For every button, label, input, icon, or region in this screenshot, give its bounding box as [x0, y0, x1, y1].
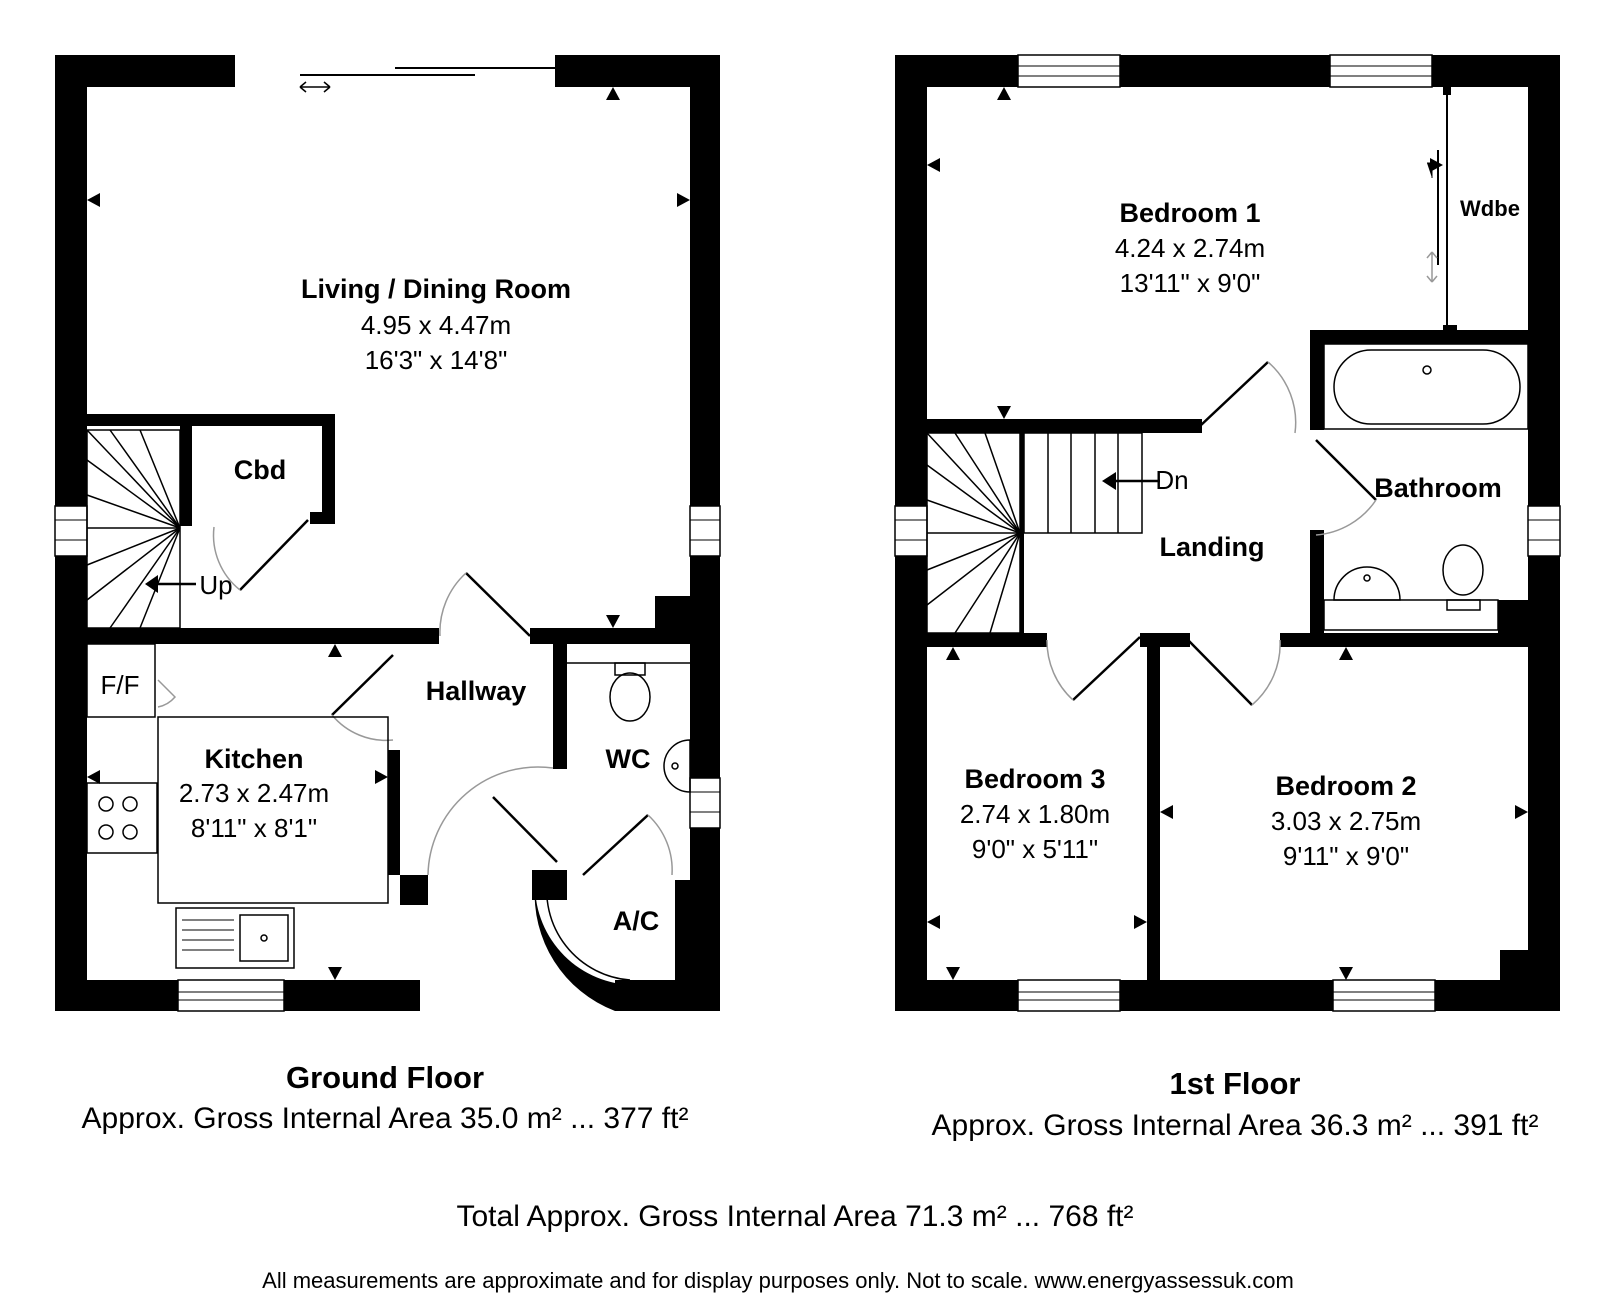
- sliding-door: [299, 67, 555, 93]
- ground-windows: [54, 505, 721, 1012]
- bath-icon: [1323, 343, 1529, 430]
- ground-door-swings: [157, 519, 673, 876]
- ground-floor-title: Ground Floor: [286, 1060, 484, 1095]
- kitchen-metric: 2.73 x 2.47m: [179, 778, 329, 808]
- ground-dimension-arrows: [87, 87, 690, 980]
- first-dimension-arrows: [927, 87, 1528, 980]
- hallway-label: Hallway: [426, 676, 527, 706]
- wc-label: WC: [606, 744, 651, 774]
- wardrobe: [1426, 87, 1457, 333]
- first-windows: [894, 54, 1561, 1012]
- first-floor-title: 1st Floor: [1170, 1066, 1301, 1101]
- first-floor-area: Approx. Gross Internal Area 36.3 m² ... …: [932, 1109, 1539, 1142]
- hob-icon: [86, 782, 158, 854]
- living-room-metric: 4.95 x 4.47m: [361, 310, 511, 340]
- bedroom3-name: Bedroom 3: [964, 764, 1105, 794]
- airing-cupboard-label: A/C: [613, 906, 660, 936]
- ac-curve-inner: [545, 874, 631, 981]
- bathroom-fixtures: [1323, 544, 1499, 631]
- ac-curved-wall: [534, 870, 650, 1011]
- bedroom2-imperial: 9'11" x 9'0": [1283, 841, 1409, 871]
- stairs-up: [86, 429, 196, 629]
- cupboard-label: Cbd: [234, 455, 286, 485]
- first-floor-plan: Bedroom 1 4.24 x 2.74m 13'11" x 9'0" Wdb…: [894, 54, 1561, 1012]
- bedroom3-metric: 2.74 x 1.80m: [960, 799, 1110, 829]
- living-room-name: Living / Dining Room: [301, 274, 571, 304]
- kitchen-name: Kitchen: [204, 744, 303, 774]
- bedroom3-imperial: 9'0" x 5'11": [972, 834, 1098, 864]
- fridge-freezer-label: F/F: [101, 670, 140, 700]
- bedroom1-name: Bedroom 1: [1119, 198, 1260, 228]
- disclaimer: All measurements are approximate and for…: [262, 1268, 1294, 1293]
- wardrobe-label: Wdbe: [1460, 196, 1520, 221]
- basin-icon: [663, 739, 691, 793]
- stairs-down-label: Dn: [1155, 465, 1188, 495]
- ground-floor-plan: Living / Dining Room 4.95 x 4.47m 16'3" …: [54, 55, 721, 1012]
- kitchen-imperial: 8'11" x 8'1": [191, 813, 317, 843]
- stairs-down: [926, 432, 1160, 634]
- landing-label: Landing: [1160, 532, 1265, 562]
- bedroom1-imperial: 13'11" x 9'0": [1120, 268, 1261, 298]
- living-room-imperial: 16'3" x 14'8": [365, 345, 508, 375]
- stairs-up-label: Up: [199, 570, 232, 600]
- first-door-swings: [1046, 361, 1377, 706]
- toilet-icon: [567, 662, 690, 722]
- ground-floor-area: Approx. Gross Internal Area 35.0 m² ... …: [82, 1102, 689, 1135]
- total-area: Total Approx. Gross Internal Area 71.3 m…: [457, 1200, 1134, 1233]
- bedroom1-metric: 4.24 x 2.74m: [1115, 233, 1265, 263]
- bedroom2-name: Bedroom 2: [1275, 771, 1416, 801]
- bedroom2-metric: 3.03 x 2.75m: [1271, 806, 1421, 836]
- bathroom-label: Bathroom: [1374, 473, 1502, 503]
- sink-icon: [175, 907, 295, 969]
- fridge-freezer: [86, 643, 156, 718]
- kitchen-counter: [157, 716, 389, 904]
